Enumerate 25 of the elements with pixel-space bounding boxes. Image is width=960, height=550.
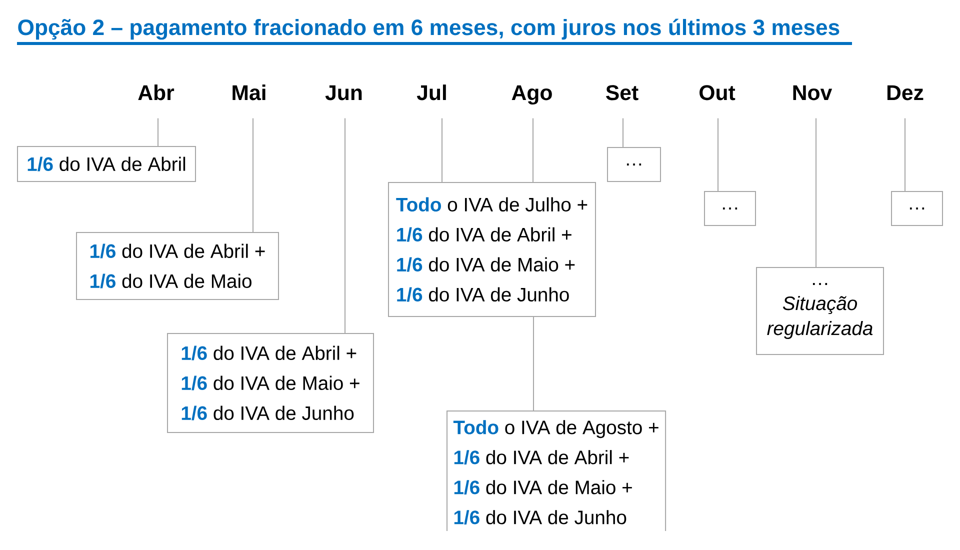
- month-label: Set: [606, 85, 638, 100]
- connector-line: [532, 118, 534, 182]
- connector-line: [252, 118, 254, 232]
- connector-line: [904, 118, 906, 192]
- text-box: …: [704, 191, 756, 226]
- text-box: Todo o IVA de Agosto + 1/6 do IVA de Abril + 1/6 do IVA de Maio + 1/6 do IVA de Junho: [446, 410, 666, 534]
- month-label: Jul: [416, 84, 446, 100]
- connector-line: [344, 118, 346, 334]
- text-box: Todo o IVA de Julho + 1/6 do IVA de Abril + 1/6 do IVA de Maio + 1/6 do IVA de Junho: [388, 182, 596, 317]
- connector-line: [622, 118, 624, 148]
- title: Opção 2 – pagamento fracionado em 6 meses, com juros nos últimos 3 meses: [18, 18, 840, 40]
- text-box: 1/6 do IVA de Abril + 1/6 do IVA de Maio: [76, 232, 279, 300]
- month-label: Nov: [793, 85, 832, 100]
- month-label: Mai: [232, 84, 266, 100]
- text-box: …: [607, 147, 661, 182]
- month-label: Dez: [887, 85, 924, 100]
- text-box: 1/6 do IVA de Abril + 1/6 do IVA de Maio + 1/6 do IVA de Junho: [167, 333, 374, 433]
- text-box: … Situação regularizada: [756, 267, 884, 355]
- month-label: Out: [700, 85, 736, 100]
- month-label: Ago: [512, 85, 552, 105]
- month-label: Jun: [325, 85, 362, 100]
- connector-line: [533, 316, 534, 412]
- text-box: 1/6 do IVA de Abril: [17, 146, 196, 182]
- month-label: Abr: [138, 84, 174, 100]
- text-box: …: [891, 191, 943, 226]
